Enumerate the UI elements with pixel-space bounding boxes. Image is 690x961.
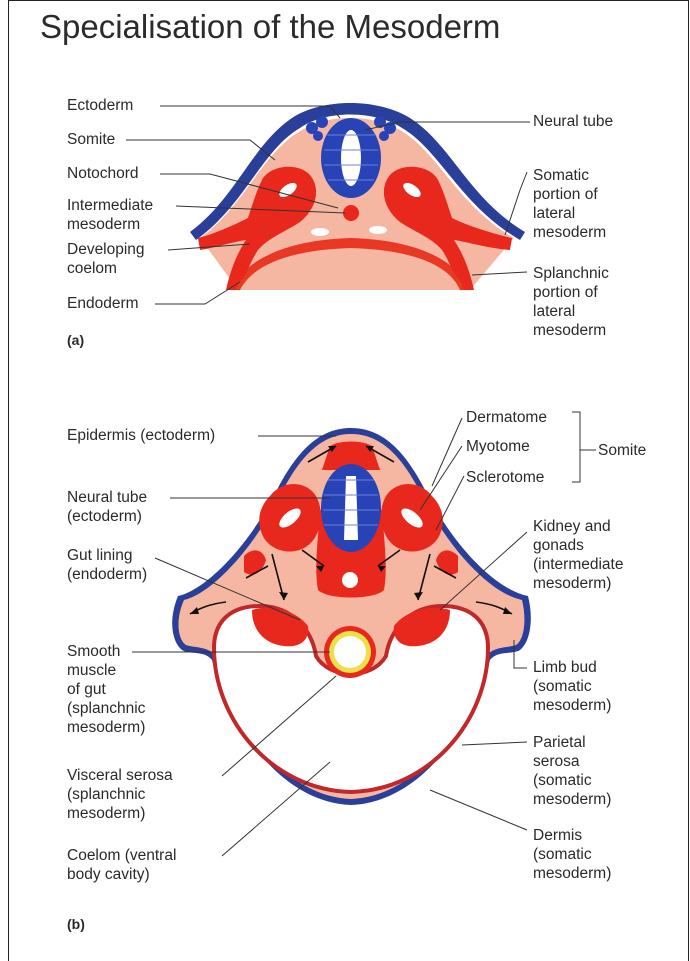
label-neural-tube-a: Neural tube xyxy=(533,112,613,131)
panel-b-neural-tube xyxy=(321,464,381,552)
label-gut-lining: Gut lining (endoderm) xyxy=(67,546,147,584)
label-neural-tube-b: Neural tube (ectoderm) xyxy=(67,488,147,526)
label-developing-coelom: Developing coelom xyxy=(67,240,145,278)
label-sclerotome: Sclerotome xyxy=(466,468,544,487)
label-splanchnic-lateral: Splanchnic portion of lateral mesoderm xyxy=(533,264,609,340)
label-somite-b: Somite xyxy=(598,441,646,460)
label-epidermis: Epidermis (ectoderm) xyxy=(67,426,215,445)
label-coelom: Coelom (ventral body cavity) xyxy=(67,846,176,884)
label-somite-a: Somite xyxy=(67,130,115,149)
panel-b-tag: (b) xyxy=(67,916,85,932)
label-dermis: Dermis (somatic mesoderm) xyxy=(533,826,611,883)
label-intermediate-mesoderm: Intermediate mesoderm xyxy=(67,196,153,234)
label-notochord: Notochord xyxy=(67,164,139,183)
panel-b-gut-lumen xyxy=(334,636,366,668)
panel-a-coelom-right xyxy=(369,226,387,234)
panel-a-neural-tube xyxy=(321,118,381,198)
panel-a-coelom-left xyxy=(311,228,329,236)
label-dermatome: Dermatome xyxy=(466,408,547,427)
label-kidney-gonads: Kidney and gonads (intermediate mesoderm… xyxy=(533,517,623,593)
label-myotome: Myotome xyxy=(466,437,530,456)
panel-a-notochord xyxy=(343,205,359,221)
panel-b-notochord xyxy=(342,572,358,588)
label-parietal-serosa: Parietal serosa (somatic mesoderm) xyxy=(533,733,611,809)
label-ectoderm: Ectoderm xyxy=(67,96,133,115)
label-somatic-lateral: Somatic portion of lateral mesoderm xyxy=(533,166,606,242)
panel-a-embryo xyxy=(190,103,525,290)
panel-a-tag: (a) xyxy=(67,332,84,348)
label-endoderm: Endoderm xyxy=(67,294,139,313)
label-smooth-muscle: Smooth muscle of gut (splanchnic mesoder… xyxy=(67,642,145,737)
label-limb-bud: Limb bud (somatic mesoderm) xyxy=(533,658,611,715)
label-visceral-serosa: Visceral serosa (splanchnic mesoderm) xyxy=(67,766,173,823)
